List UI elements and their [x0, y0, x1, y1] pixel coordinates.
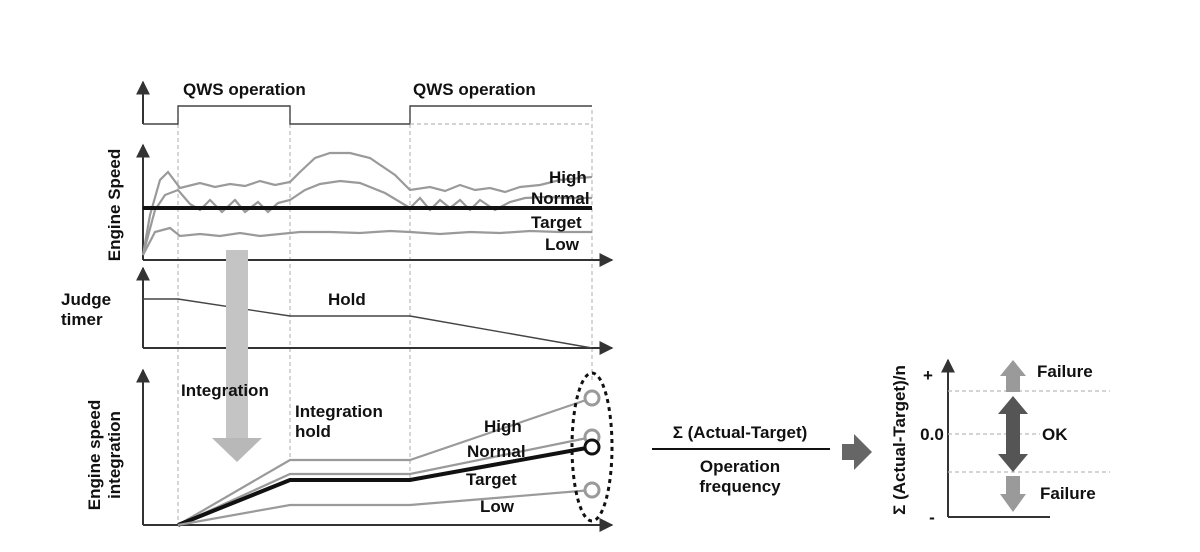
integration-label-target: Target [466, 470, 517, 489]
engine-speed-low-line [142, 226, 592, 256]
integration-target-endpoint [583, 438, 601, 456]
result-panel: Σ (Actual-Target)/n + 0.0 - Failure OK F… [890, 358, 1110, 527]
qws-operation-label-2: QWS operation [413, 80, 536, 99]
integration-hold-label-line2: hold [295, 422, 331, 441]
integration-label-low: Low [480, 497, 515, 516]
engine-speed-axis-label: Engine Speed [105, 149, 124, 261]
integration-high-endpoint [583, 389, 601, 407]
failure-down-arrow-icon [1000, 476, 1026, 512]
result-arrow-icon [842, 434, 872, 470]
result-axis-label: Σ (Actual-Target)/n [890, 365, 909, 515]
integration-hold-label-line1: Integration [295, 402, 383, 421]
engine-speed-label-normal: Normal [531, 189, 590, 208]
judge-timer-label-line2: timer [61, 310, 103, 329]
integration-normal-line [177, 435, 593, 527]
judge-timer-panel: Judge timer Hold [61, 266, 614, 355]
engine-speed-label-high: High [549, 168, 587, 187]
integration-high-line [177, 396, 593, 526]
endpoint-selection-ellipse [570, 371, 614, 523]
qws-operation-label-1: QWS operation [183, 80, 306, 99]
integration-label-high: High [484, 417, 522, 436]
integration-label-normal: Normal [467, 442, 526, 461]
engine-speed-high-line [141, 151, 593, 256]
integration-axis-label-line1: Engine speed [85, 400, 104, 511]
integration-low-line [177, 488, 593, 527]
engine-speed-label-target: Target [531, 213, 582, 232]
result-minus-tick: - [929, 508, 935, 527]
integration-target-line [177, 445, 593, 527]
qws-signal-panel: QWS operation QWS operation [136, 80, 592, 125]
qws-signal-trace [143, 105, 592, 125]
failure-bottom-label: Failure [1040, 484, 1096, 503]
hold-label: Hold [328, 290, 366, 309]
judge-timer-label-line1: Judge [61, 290, 111, 309]
result-plus-tick: + [923, 366, 933, 385]
failure-top-label: Failure [1037, 362, 1093, 381]
formula-denominator-line2: frequency [699, 477, 781, 496]
formula-denominator-line1: Operation [700, 457, 780, 476]
integration-low-endpoint [583, 481, 601, 499]
formula-numerator: Σ (Actual-Target) [673, 423, 808, 442]
judge-timer-trace [143, 298, 593, 349]
engine-speed-normal-line [141, 179, 592, 256]
integration-axis-label-line2: integration [105, 411, 124, 499]
failure-up-arrow-icon [1000, 360, 1026, 392]
engine-speed-panel: Engine Speed High Normal Target Low [105, 143, 614, 267]
integration-panel: Engine speed integration Integration Int… [85, 368, 614, 532]
time-guides [177, 110, 593, 525]
result-zero-tick: 0.0 [920, 425, 944, 444]
ok-label: OK [1042, 425, 1068, 444]
ok-double-arrow-icon [998, 396, 1028, 472]
integration-label: Integration [181, 381, 269, 400]
integration-arrow [212, 250, 262, 462]
engine-speed-label-low: Low [545, 235, 580, 254]
formula: Σ (Actual-Target) Operation frequency [652, 423, 830, 496]
